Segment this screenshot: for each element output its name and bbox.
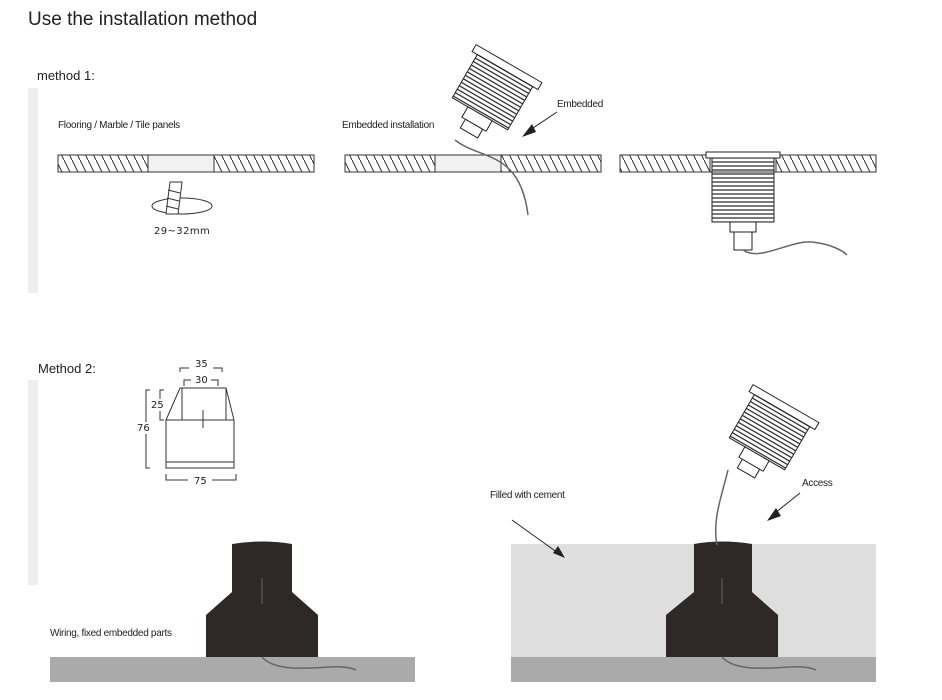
cable [742,241,848,256]
dimension-drawing [137,363,237,486]
dim-neck-height: 25 [151,400,164,411]
tilted-light-fixture [451,43,543,139]
cable [454,139,529,216]
embedded-label: Embedded [557,99,603,110]
method2-heading: Method 2: [38,361,96,376]
sidebar-method1 [28,88,38,293]
tilted-light-fixture-right [728,383,820,479]
installed-light-fixture [705,151,781,251]
slab-with-hole [57,154,315,173]
arrow-head-icon [767,508,781,521]
dim-top-outer: 35 [195,359,208,370]
arrow-head-icon [553,546,565,558]
slab-embedded [344,154,602,173]
page-title: Use the installation method [28,9,258,30]
dim-total-height: 76 [137,423,150,434]
access-label: Access [802,478,833,489]
ground-right [511,657,876,682]
embedded-installation-label: Embedded installation [342,120,435,131]
embedded-part-left [206,541,318,657]
hole-drill-icon [151,181,213,215]
hole-size-label: 29~32mm [154,226,211,237]
flooring-label: Flooring / Marble / Tile panels [58,120,180,131]
arrow-line [774,492,801,514]
method1-heading: method 1: [37,68,95,83]
arrow-head-icon [522,124,536,137]
cable [714,469,729,546]
arrow-line [511,519,559,554]
ground-left [50,657,415,682]
embedded-part-right [666,541,778,657]
cable [261,656,357,671]
sidebar-method2 [28,380,38,585]
dim-top-inner: 30 [195,375,208,386]
dim-base-width: 75 [194,476,207,487]
cable [721,656,817,671]
cement-label: Filled with cement [490,490,565,501]
wiring-label: Wiring, fixed embedded parts [50,628,172,639]
arrow-line [529,111,558,131]
